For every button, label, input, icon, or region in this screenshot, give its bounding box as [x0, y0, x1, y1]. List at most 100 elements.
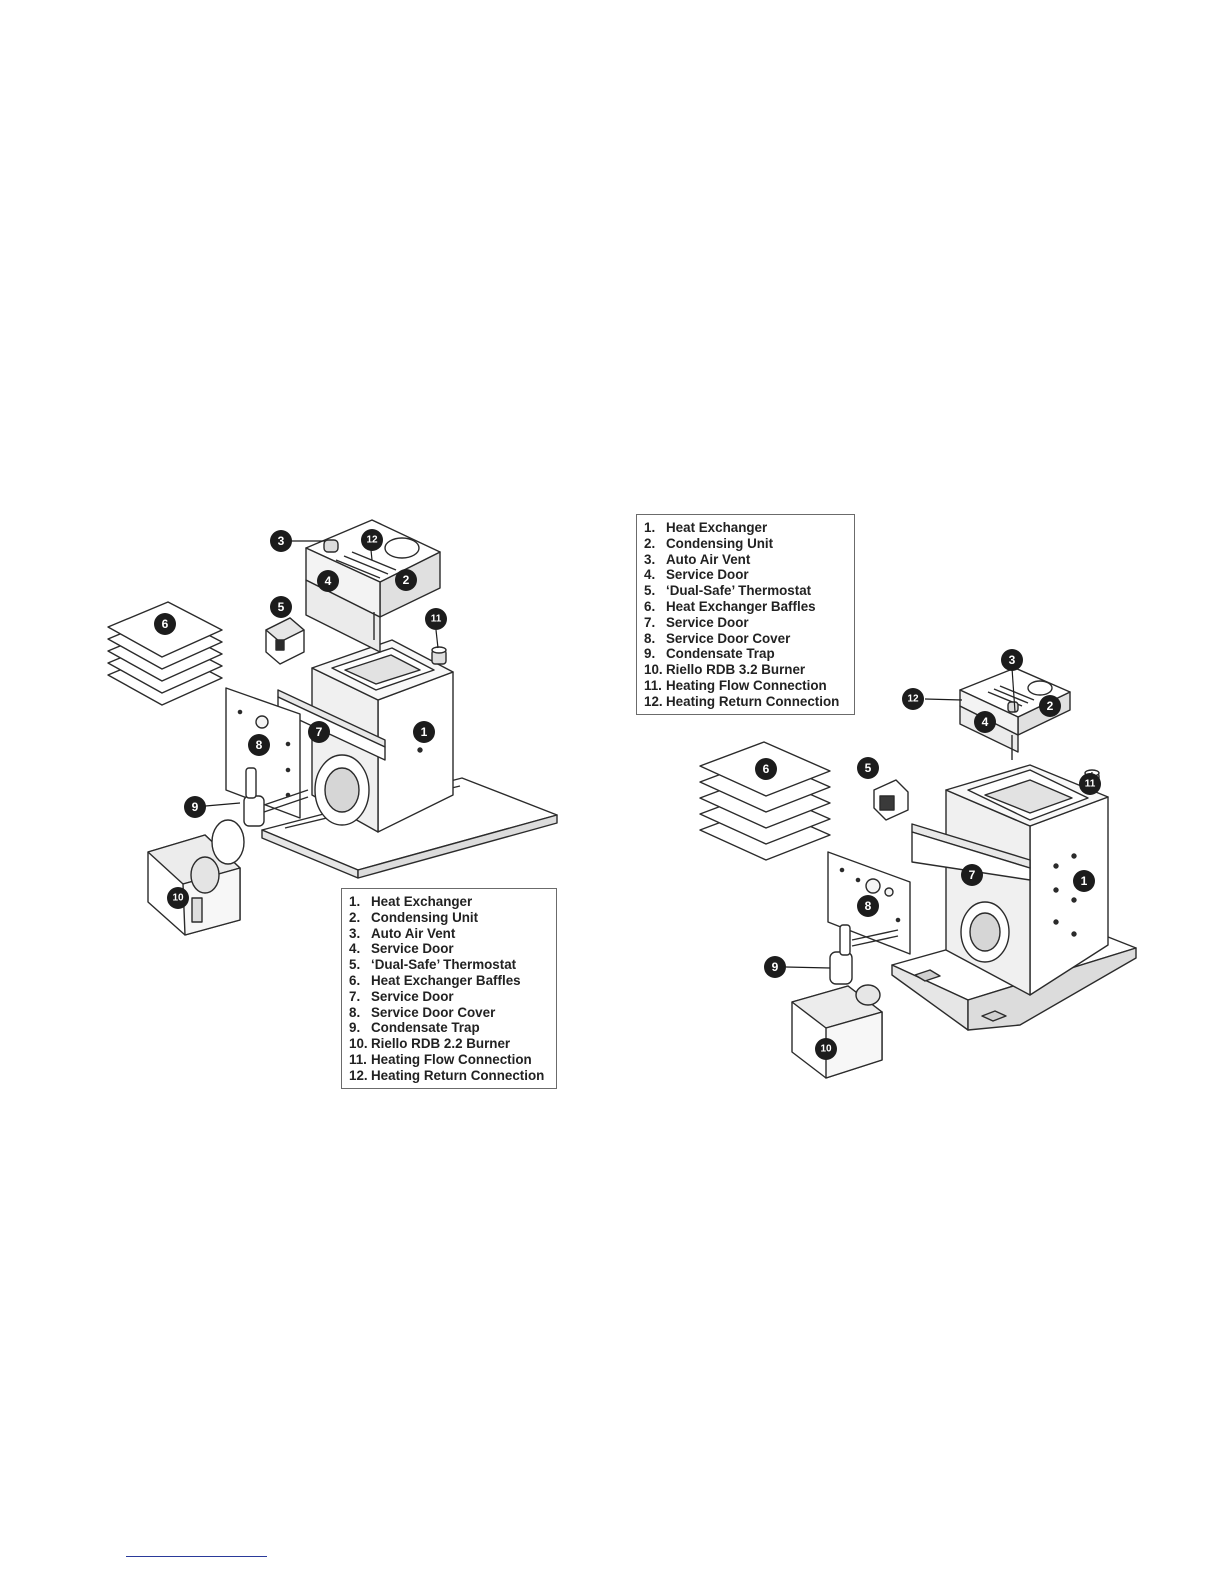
legend-item-label: Service Door [666, 567, 749, 583]
legend-item: 1.Heat Exchanger [644, 520, 854, 536]
left-callout-5: 5 [270, 596, 292, 618]
legend-item: 7. Service Door [349, 989, 556, 1005]
left-condensing-unit [305, 519, 441, 653]
legend-item-label: Heating Flow Connection [666, 677, 827, 693]
legend-item-number: 7. [644, 614, 656, 630]
right-legend-list: 1.Heat Exchanger 2. Condensing Unit 3. Aut… [644, 520, 854, 710]
legend-item-number: 11. [349, 1051, 367, 1067]
footnote-rule [126, 1556, 267, 1557]
legend-item-number: 1. [349, 894, 361, 909]
right-callout-5-label: 5 [865, 761, 872, 775]
left-callout-4: 4 [317, 570, 339, 592]
legend-item-label: Service Door [371, 988, 454, 1004]
legend-item-number: 12. [644, 693, 663, 709]
legend-item: 12.Heating Return Connection [644, 694, 854, 710]
right-condensate-trap [829, 924, 899, 985]
right-callout-7: 7 [961, 864, 983, 886]
legend-item: 7. Service Door [644, 615, 854, 631]
left-parts-legend: 1.Heat Exchanger 2.Condensing Unit 3.Aut… [341, 888, 557, 1089]
left-callout-12: 12 [361, 529, 383, 551]
left-callout-11: 11 [425, 608, 447, 630]
legend-item-label: Auto Air Vent [666, 551, 751, 567]
right-callout-5: 5 [857, 757, 879, 779]
legend-item-label: Service Door [666, 614, 749, 630]
legend-item: 12.Heating Return Connection [349, 1068, 556, 1084]
legend-item-number: 11. [644, 677, 662, 693]
right-baffles [699, 741, 831, 861]
legend-item-label: Condensing Unit [371, 909, 479, 925]
right-callout-1: 1 [1073, 870, 1095, 892]
right-callout-2-label: 2 [1047, 699, 1054, 713]
legend-item-label: Service Door Cover [666, 630, 791, 646]
legend-item-number: 9. [644, 646, 656, 662]
left-callout-8: 8 [248, 734, 270, 756]
legend-item-number: 4. [349, 941, 361, 957]
legend-item: 6. Heat Exchanger Baffles [349, 973, 556, 989]
legend-item-number: 10. [644, 662, 663, 678]
left-condensate-trap [243, 767, 309, 827]
right-thermostat [873, 779, 909, 821]
legend-item: 8.Service Door Cover [349, 1005, 556, 1021]
legend-item-label: Heating Return Connection [371, 1067, 545, 1083]
right-callout-7-label: 7 [969, 868, 976, 882]
left-baffles [107, 601, 223, 706]
right-burner [791, 984, 883, 1079]
legend-item-number: 6. [644, 598, 656, 614]
legend-item-label: Heat Exchanger [371, 894, 473, 909]
legend-item-label: Heating Flow Connection [371, 1051, 532, 1067]
legend-item-label: Riello RDB 3.2 Burner [666, 662, 806, 678]
legend-item-label: Heat Exchanger Baffles [371, 972, 521, 988]
left-callout-7-label: 7 [316, 725, 323, 739]
legend-item: 2. Condensing Unit [349, 910, 556, 926]
legend-item: 4. Service Door [644, 567, 854, 583]
left-callout-3: 3 [270, 530, 292, 552]
right-callout-12-label: 12 [907, 694, 919, 705]
legend-item-label: Heating Return Connection [666, 693, 840, 709]
legend-item: 10.Riello RDB 2.2 Burner [349, 1036, 556, 1052]
legend-item-number: 4. [644, 567, 656, 583]
legend-item-number: 8. [349, 1004, 361, 1020]
legend-item-number: 5. [349, 957, 361, 973]
left-callout-6-label: 6 [162, 617, 169, 631]
legend-item-number: 12. [349, 1067, 368, 1083]
left-callout-11-label: 11 [431, 614, 442, 625]
left-callout-9: 9 [184, 796, 206, 818]
legend-item: 5.‘Dual-Safe’ Thermostat [644, 583, 854, 599]
left-callout-10-label: 10 [172, 893, 184, 904]
legend-item-number: 6. [349, 972, 361, 988]
right-callout-9: 9 [764, 956, 786, 978]
legend-item-number: 8. [644, 630, 656, 646]
right-callout-4-label: 4 [982, 715, 989, 729]
legend-item: 11.Heating Flow Connection [644, 678, 854, 694]
legend-item-label: Heat Exchanger Baffles [666, 598, 816, 614]
legend-item-label: Condensing Unit [666, 535, 774, 551]
legend-item-number: 3. [644, 551, 656, 567]
right-callout-8: 8 [857, 895, 879, 917]
legend-item-label: Service Door [371, 941, 454, 957]
legend-item-number: 2. [644, 535, 656, 551]
legend-item-label: Condensate Trap [371, 1020, 480, 1036]
left-burner [147, 819, 245, 936]
left-callout-1-label: 1 [421, 725, 428, 739]
legend-item-number: 9. [349, 1020, 361, 1036]
right-callout-11: 11 [1079, 773, 1101, 795]
legend-item: 5.‘Dual-Safe’ Thermostat [349, 957, 556, 973]
right-callouts: 1 2 3 4 5 6 7 8 9 10 11 12 [755, 649, 1101, 1060]
legend-item-number: 5. [644, 583, 656, 599]
left-callout-7: 7 [308, 721, 330, 743]
left-heat-exchanger [311, 639, 454, 833]
left-callout-8-label: 8 [256, 738, 263, 752]
left-callout-10: 10 [167, 887, 189, 909]
legend-item: 4. Service Door [349, 941, 556, 957]
right-callout-10-label: 10 [820, 1044, 832, 1055]
legend-item-number: 2. [349, 909, 361, 925]
legend-item-number: 3. [349, 925, 361, 941]
right-callout-11-label: 11 [1085, 779, 1096, 790]
legend-item: 11.Heating Flow Connection [349, 1052, 556, 1068]
left-callout-6: 6 [154, 613, 176, 635]
legend-item-number: 7. [349, 988, 361, 1004]
legend-item-label: Condensate Trap [666, 646, 775, 662]
legend-item: 9. Condensate Trap [349, 1020, 556, 1036]
right-callout-12: 12 [902, 688, 924, 710]
